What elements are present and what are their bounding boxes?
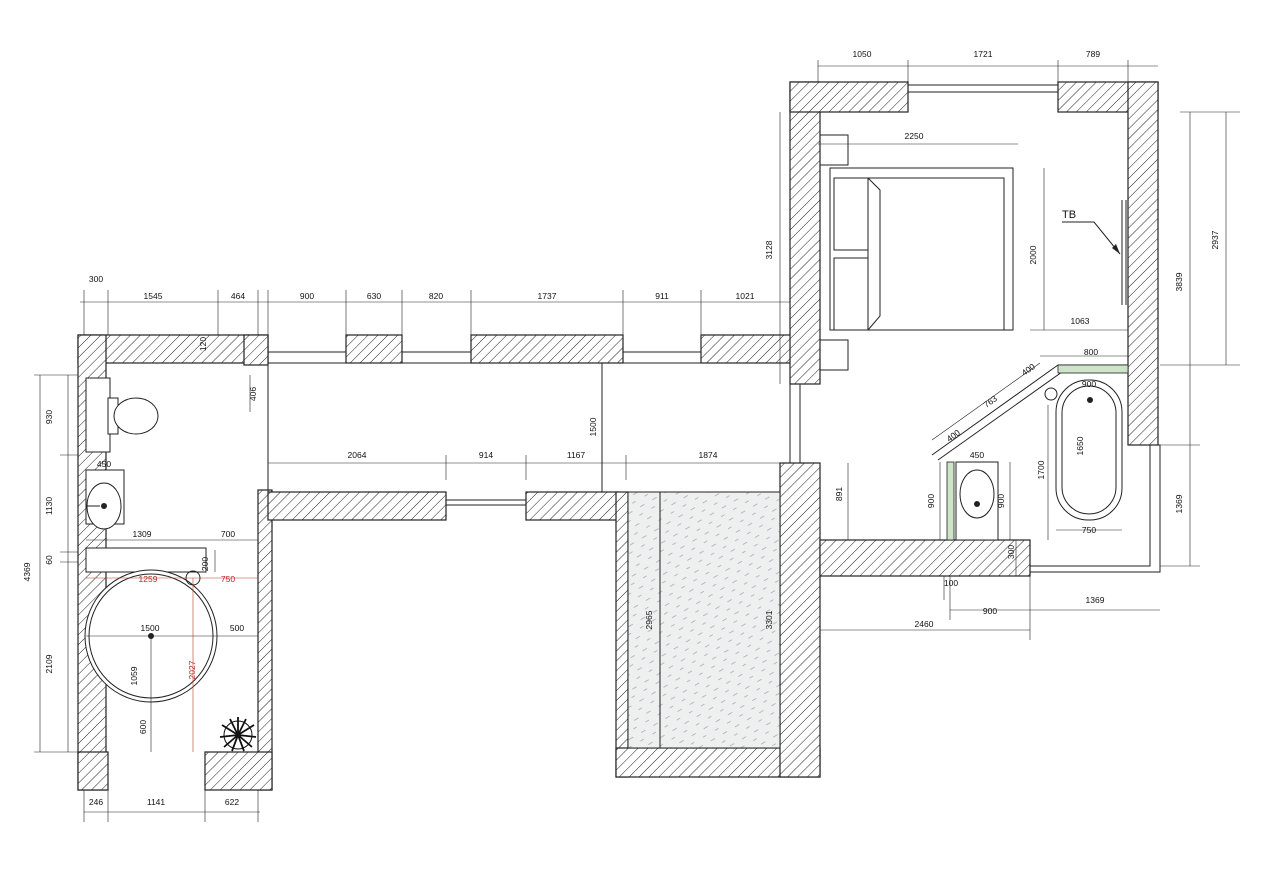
dim-right-1369: 1369 [1174,494,1184,513]
dim-wc-red-1259: 1259 [139,574,158,584]
dim-left-1130: 1130 [44,497,54,516]
dim-tr-1050: 1050 [853,49,872,59]
dim-top-911: 911 [655,291,669,301]
dim-top-1021: 1021 [736,291,755,301]
dim-bl-622: 622 [225,797,239,807]
dim-cor-1874: 1874 [699,450,718,460]
dim-bath-763: 763 [982,393,1000,410]
dim-pool-3301: 3301 [764,610,774,629]
dim-bath-900b: 900 [926,494,936,508]
plant-icon [219,717,257,752]
bed [829,167,1014,331]
dim-bath-100: 100 [944,578,958,588]
wall-bedroom-left [789,81,821,385]
toilet [85,377,159,453]
dim-wc-red-750: 750 [221,574,235,584]
dim-bath-300: 300 [1006,545,1016,559]
dim-bed-3128: 3128 [764,240,774,259]
dim-tr-789: 789 [1086,49,1100,59]
wall-bedroom-top-left [789,81,909,113]
walls [77,81,1159,791]
dim-right-3839: 3839 [1174,272,1184,291]
dim-cor-120: 120 [198,337,208,351]
dim-cor-1500: 1500 [588,417,598,436]
wall-corridor-top-3 [700,334,792,364]
dim-bath-1369: 1369 [1086,595,1105,605]
dim-wc-red-2027: 2027 [187,660,197,679]
dim-wc-1309: 1309 [133,529,152,539]
dim-top-464: 464 [231,291,245,301]
dimension-labels: 300 1545 464 900 630 820 1737 911 1021 1… [22,49,1220,807]
bathtub [1044,379,1123,521]
wall-left-bottom-b [204,751,273,791]
sink-left [85,469,125,530]
dim-pool-2965: 2965 [644,610,654,629]
dim-top-630: 630 [367,291,381,301]
wall-corridor-top-1 [345,334,403,364]
label-tb: TB [1062,209,1076,221]
tb-callout: TB [1062,209,1121,255]
dim-bed-2250: 2250 [905,131,924,141]
dim-left-60: 60 [44,555,54,565]
dim-cor-914: 914 [479,450,493,460]
dim-cor-2064: 2064 [348,450,367,460]
dimension-lines [34,60,1240,822]
wall-left-bottom-a [77,751,109,791]
pool [627,491,781,749]
dim-wc-200: 200 [200,557,210,571]
wall-pool-left [615,491,629,778]
dim-bath-750: 750 [1082,525,1096,535]
dim-tr-1721: 1721 [974,49,993,59]
dim-top-1545: 1545 [144,291,163,301]
dim-right-2937: 2937 [1210,230,1220,249]
sink-right [955,461,999,541]
dim-bath-400a: 400 [1020,361,1038,378]
wall-corridor-top-2 [470,334,624,364]
dim-bed-1063: 1063 [1071,316,1090,326]
dim-bath-900d: 900 [983,606,997,616]
wall-bath-bottom [819,539,1031,577]
dim-bed-2000: 2000 [1028,245,1038,264]
wall-bedroom-right [1127,81,1159,446]
dim-wc-700: 700 [221,529,235,539]
dim-left-2109: 2109 [44,654,54,673]
dim-bath-400b: 400 [945,427,963,444]
dim-bath-1650: 1650 [1075,436,1085,455]
wall-left-inner [257,489,273,791]
dim-wc-450: 450 [97,459,111,469]
dim-bath-900c: 900 [996,494,1006,508]
wall-pool-right [779,462,821,778]
dim-bl-246: 246 [89,797,103,807]
wall-left-top-right [243,334,269,366]
dim-top-820: 820 [429,291,443,301]
wall-corridor-bottom-1 [267,491,447,521]
dim-top-300: 300 [89,274,103,284]
dim-wc-500: 500 [230,623,244,633]
dim-bath-1700: 1700 [1036,460,1046,479]
dim-bath-891: 891 [834,487,844,501]
wall-corridor-bottom-2 [525,491,619,521]
fixtures [84,167,1123,752]
dim-top-900: 900 [300,291,314,301]
dim-bath-900a: 900 [1082,379,1096,389]
dim-cor-1167: 1167 [567,450,586,460]
dim-left-930: 930 [44,410,54,424]
dim-cor-406: 406 [248,387,258,401]
dim-left-4369: 4369 [22,562,32,581]
dim-bath-450: 450 [970,450,984,460]
dim-wc-1500: 1500 [141,623,160,633]
dim-bath-800: 800 [1084,347,1098,357]
dim-bl-1141: 1141 [147,797,166,807]
dim-top-1737: 1737 [538,291,557,301]
dim-bath-2460: 2460 [915,619,934,629]
dim-wc-600: 600 [138,720,148,734]
dim-wc-1059: 1059 [129,666,139,685]
